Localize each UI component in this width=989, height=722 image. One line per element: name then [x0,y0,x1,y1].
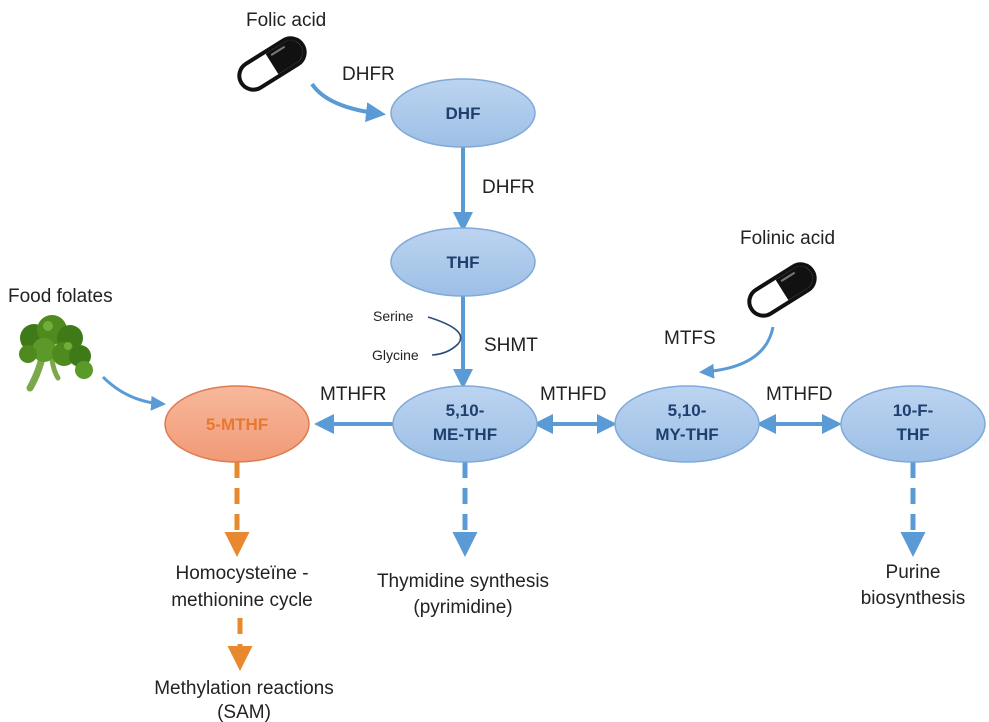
dhfr-label-2: DHFR [482,177,535,198]
homocysteine-label-line1: Homocysteïne - [175,563,308,584]
folic-acid-label: Folic acid [246,10,326,31]
folic-acid-arrow [310,82,386,123]
folinic-acid-label: Folinic acid [740,228,835,249]
food-folates-label: Food folates [8,286,113,307]
mtfs-label: MTFS [664,328,716,349]
shmt-label: SHMT [484,335,538,356]
f-thf-label-line1: 10-F- [893,401,934,420]
homocysteine-label-line2: methionine cycle [171,590,313,611]
serine-glycine-curve [427,316,462,356]
purine-label-line1: Purine [886,562,941,583]
node-dhf: DHF [390,78,536,148]
mthf-label: 5-MTHF [206,415,268,434]
mthfr-label: MTHFR [320,384,386,405]
node-10-f-thf: 10-F- THF [840,385,986,463]
folinic-acid-arrow [699,326,775,379]
my-thf-label-line2: MY-THF [655,425,718,444]
broccoli-icon [19,315,93,392]
node-thf: THF [390,227,536,297]
thf-label: THF [446,253,479,272]
methylation-label-line2: (SAM) [217,702,271,722]
folinic-acid-capsule-icon [747,262,817,318]
mthfd-label-2: MTHFD [766,384,832,405]
f-thf-label-line2: THF [896,425,929,444]
node-5-mthf: 5-MTHF [164,385,310,463]
methylation-label-line1: Methylation reactions [154,678,334,699]
node-5-10-my-thf: 5,10- MY-THF [614,385,760,463]
node-5-10-me-thf: 5,10- ME-THF [392,385,538,463]
folic-acid-capsule-icon [237,36,307,92]
me-thf-label-line2: ME-THF [433,425,497,444]
dhf-label: DHF [446,104,481,123]
thymidine-label-line2: (pyrimidine) [413,597,512,618]
thymidine-label-line1: Thymidine synthesis [377,571,549,592]
serine-label: Serine [373,308,414,324]
dhfr-label-1: DHFR [342,64,395,85]
me-thf-label-line1: 5,10- [446,401,485,420]
mthfd-label-1: MTHFD [540,384,606,405]
my-thf-label-line1: 5,10- [668,401,707,420]
purine-label-line2: biosynthesis [861,588,966,609]
food-folates-arrow [101,375,166,411]
glycine-label: Glycine [372,347,419,363]
